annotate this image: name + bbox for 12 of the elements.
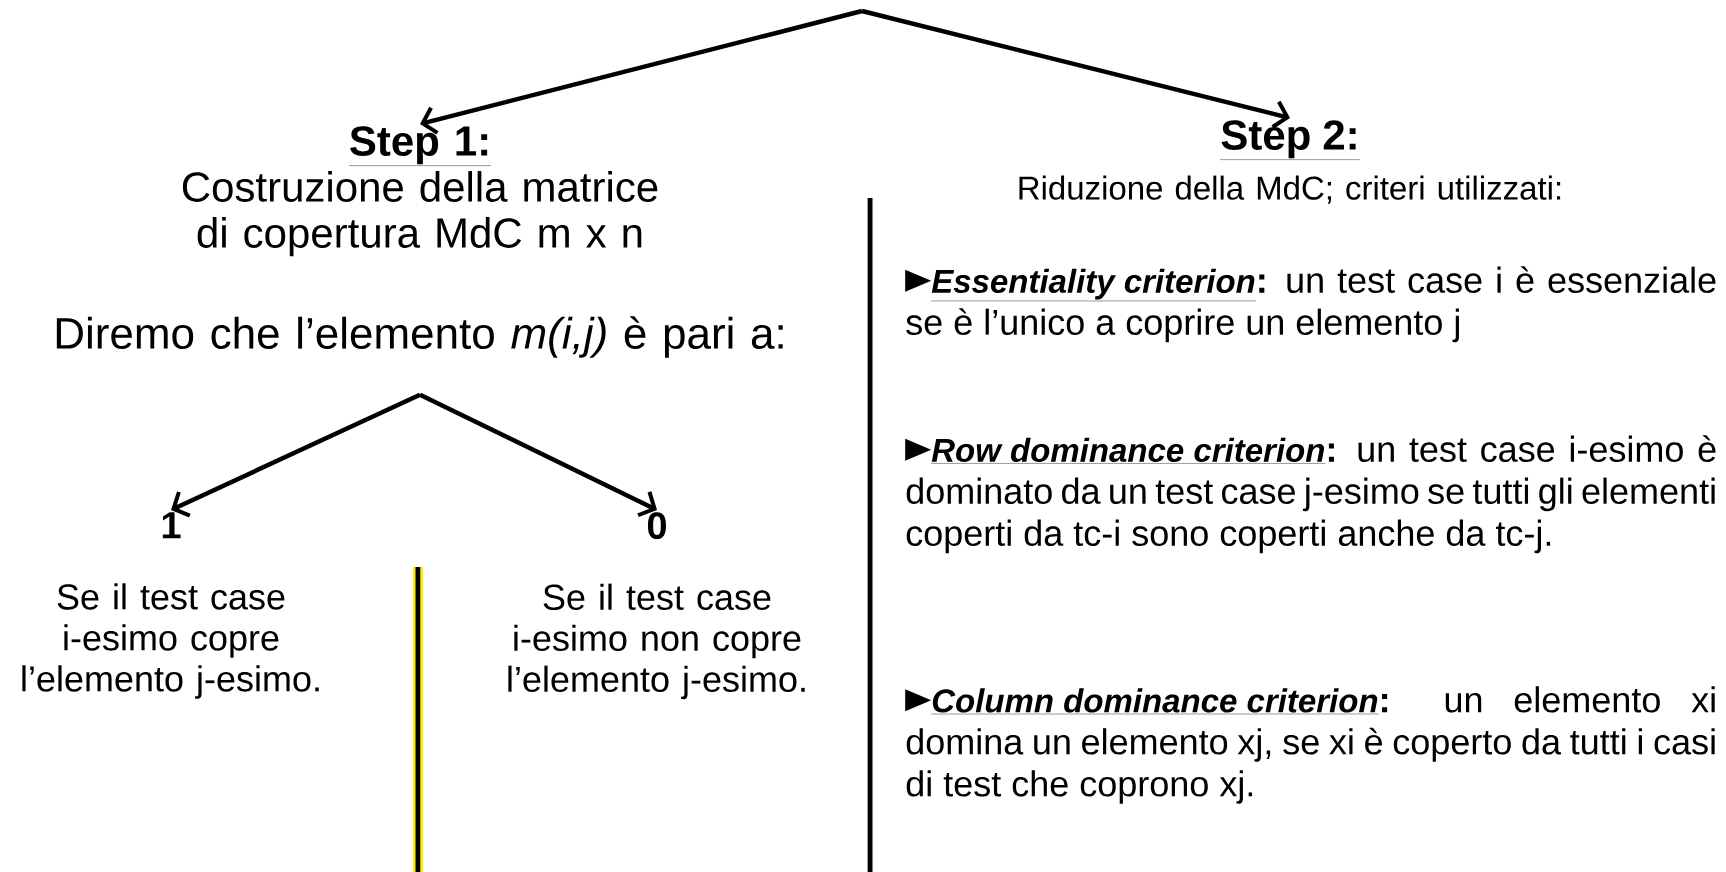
- criterion-text: Row dominance criterion: un test case i-esimo è dominato da un test case j-esimo se tutti gli elementi coperti da tc-i sono coperti anche da tc-j.: [905, 435, 1716, 554]
- arrow: [420, 8, 863, 135]
- arrow: [419, 392, 657, 518]
- criterion-text: Column dominance criterion: un elemento xi domina un elemento xj, se xi è coperto da tutti i casi di test che coprono xj.: [905, 686, 1715, 804]
- case-text: 1 Se il test case i-esimo copre l’elemento j-esimo.: [22, 512, 319, 699]
- criterion-text: Essentiality criterion: un test case i è essenziale se è l’unico a coprire un elemento j: [905, 266, 1716, 343]
- step-text: Step 2: Riduzione della MdC; criteri utilizzati:: [1019, 120, 1561, 204]
- step-text: Step 1: Costruzione della matrice di copertura MdC m x n: [182, 126, 658, 257]
- arrow: [861, 8, 1290, 129]
- arrow: [171, 392, 421, 518]
- statement-text: Diremo che l’elemento m(i,j) è pari a:: [56, 316, 783, 358]
- case-text: 0 Se il test case i-esimo non copre l’elemento j-esimo.: [508, 512, 805, 700]
